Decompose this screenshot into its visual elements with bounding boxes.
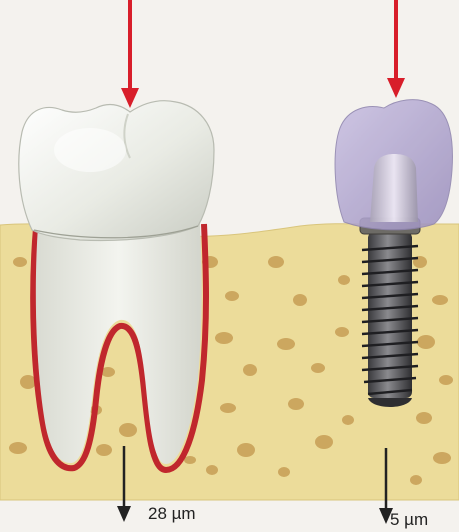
tooth-displacement-label: 28 µm <box>148 504 196 524</box>
load-arrow-tooth <box>121 0 139 108</box>
implant-abutment <box>370 154 418 222</box>
implant-displacement-label: 5 µm <box>390 510 428 530</box>
tooth-crown <box>19 101 214 241</box>
crown-highlight <box>54 128 126 172</box>
implant-fixture <box>362 232 418 407</box>
load-arrow-implant <box>387 0 405 98</box>
